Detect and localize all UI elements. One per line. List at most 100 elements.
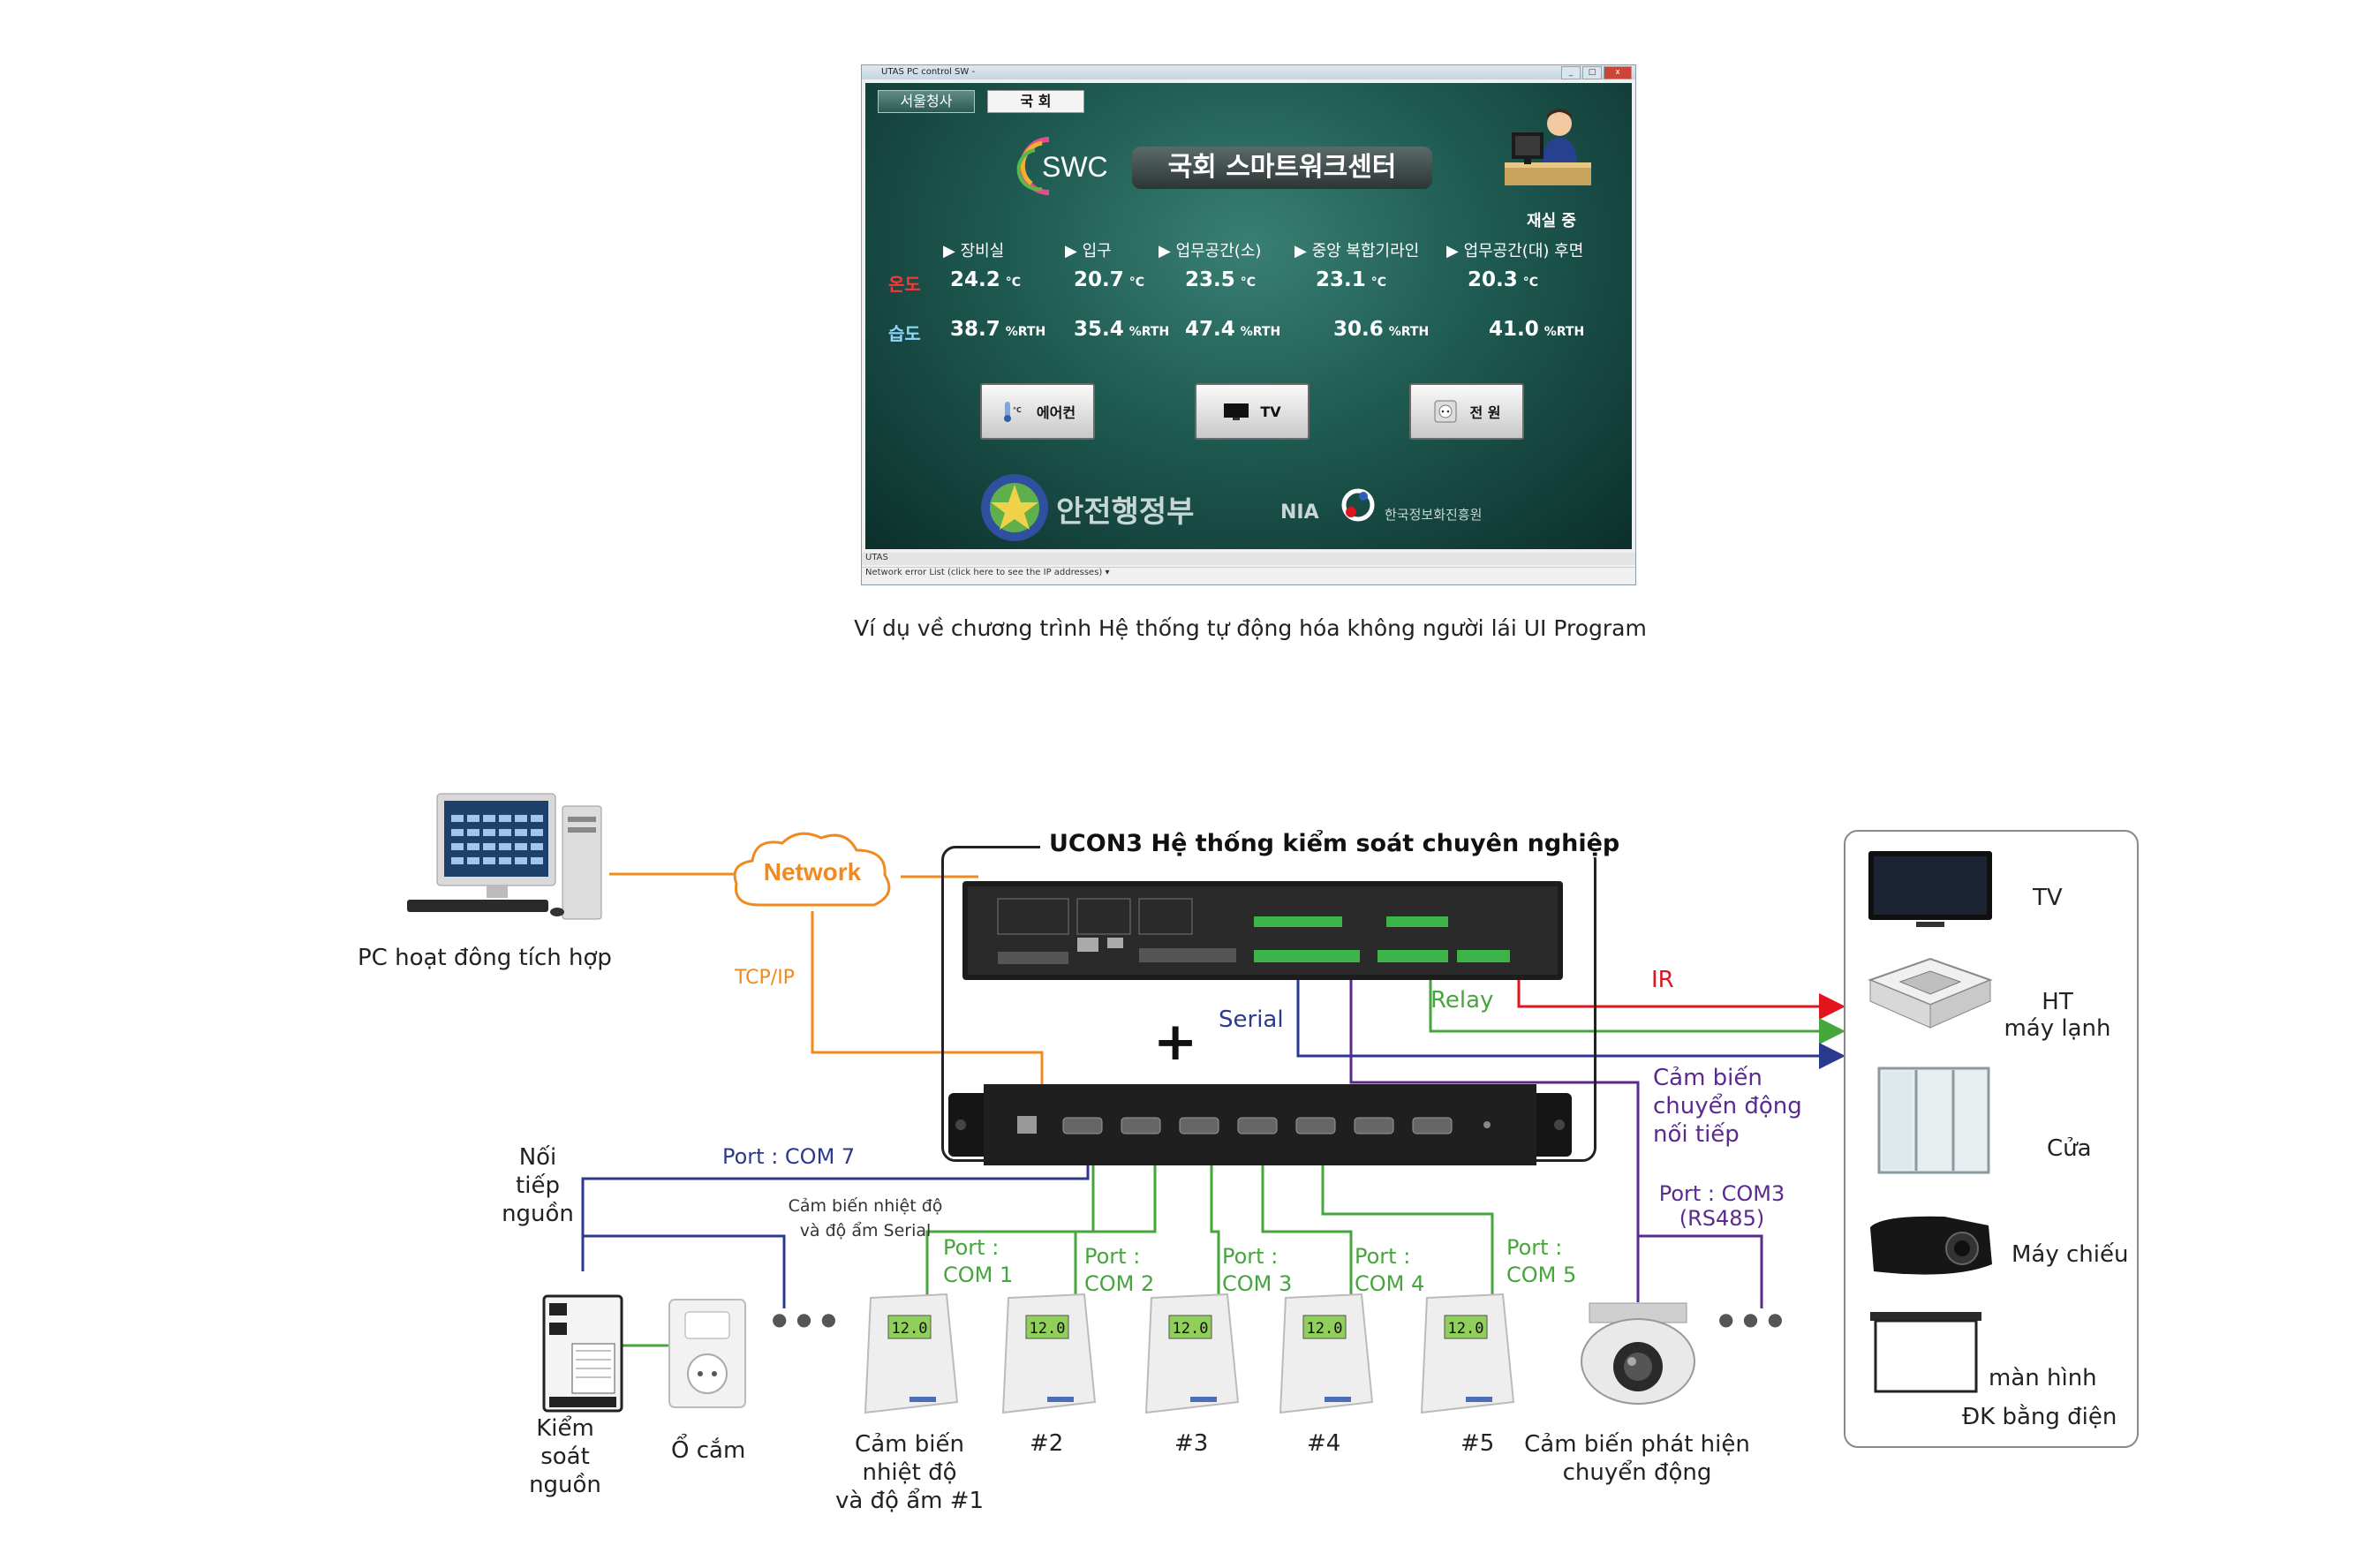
tcpip-line: [811, 911, 1044, 1114]
projection-screen-icon: [1870, 1312, 1981, 1393]
com4-label: Port :COM 4: [1355, 1244, 1425, 1296]
close-button[interactable]: x: [1604, 66, 1632, 79]
government-emblem-icon: [981, 474, 1048, 541]
tab-seoul[interactable]: 서울청사: [878, 90, 975, 113]
minimize-button[interactable]: _: [1561, 66, 1581, 79]
th-sensor-5-icon: 12.0: [1420, 1293, 1515, 1414]
sensor-display: 12.0: [1448, 1320, 1484, 1338]
motion-sensor-icon: [1581, 1302, 1695, 1405]
com1-line: [925, 1148, 1095, 1307]
humidity-value: 41.0%RTH: [1489, 318, 1585, 341]
nia-organization: 한국정보화진흥원: [1385, 507, 1483, 523]
sensor-display: 12.0: [1173, 1320, 1209, 1338]
window-controls: _ □ x: [1561, 66, 1632, 79]
government-name: 안전행정부: [1056, 494, 1195, 530]
aircon-icon-unit: °C: [1013, 406, 1022, 414]
sensor-display: 12.0: [1307, 1320, 1343, 1338]
dashboard-canvas: 서울청사 국 회 SWC 국회 스마트워크센터 재실 중 ▶ 장비실 ▶ 입구 …: [865, 83, 1632, 549]
rs485-line: [1638, 1234, 1763, 1308]
projector-icon: [1870, 1216, 1992, 1275]
humidity-value: 38.7%RTH: [950, 318, 1046, 341]
relay-line: [1429, 969, 1845, 1044]
page-title: 국회 스마트워크센터: [1132, 147, 1432, 189]
door-label: Cửa: [2047, 1135, 2092, 1162]
temperature-value: 24.2°C: [950, 268, 1022, 291]
window-title: UTAS PC control SW -: [881, 67, 976, 77]
nia-logo-icon: [1341, 488, 1375, 522]
status-bar-label: UTAS: [865, 553, 888, 562]
tcpip-label: TCP/IP: [735, 967, 795, 989]
app-window: UTAS PC control SW - _ □ x 서울청사 국 회 SWC …: [861, 64, 1636, 585]
com4-line: [1261, 1148, 1353, 1307]
com3-label: Port :COM 3: [1222, 1244, 1293, 1296]
thermometer-icon: °C: [1003, 402, 1022, 422]
humidity-value: 35.4%RTH: [1074, 318, 1170, 341]
network-error-list[interactable]: Network error List (click here to see th…: [862, 567, 1635, 582]
swc-logo: SWC: [1016, 137, 1108, 195]
nia-logo-text: NIA: [1280, 501, 1319, 524]
title-bar[interactable]: UTAS PC control SW - _ □ x: [862, 65, 1635, 79]
ir-label: IR: [1651, 967, 1674, 993]
tv-label: TV: [2033, 885, 2063, 911]
th-sensor-1-icon: 12.0: [864, 1293, 959, 1414]
tv-icon: [1868, 851, 1992, 927]
th-sensor-4-label: #4: [1307, 1430, 1341, 1457]
com3-rs485-label: Port : COM3(RS485): [1658, 1181, 1785, 1231]
temperature-value: 20.3°C: [1468, 268, 1539, 291]
tv-button[interactable]: TV: [1195, 383, 1310, 440]
sensor-display: 12.0: [892, 1320, 928, 1338]
th-sensor-4-icon: 12.0: [1279, 1293, 1374, 1414]
plus-sign: +: [1153, 1011, 1198, 1073]
power-serial-line: [583, 1234, 786, 1308]
th-sensor-3-label: #3: [1174, 1430, 1209, 1457]
network-cloud-icon: Network: [733, 832, 891, 907]
th-sensor-2-icon: 12.0: [1001, 1293, 1097, 1414]
projector-label: Máy chiếu: [2011, 1241, 2129, 1268]
power-button[interactable]: 전 원: [1409, 383, 1524, 440]
temperature-row-label: 온도: [888, 274, 921, 295]
more-devices-dots: ● ● ●: [772, 1308, 839, 1330]
figure-caption: Ví dụ về chương trình Hệ thống tự động h…: [854, 615, 1647, 641]
air-conditioner-icon: [1868, 957, 1993, 1029]
zone-label-2: ▶ 입구: [1065, 242, 1112, 260]
temperature-value: 23.1°C: [1316, 268, 1387, 291]
tv-button-label: TV: [1260, 403, 1281, 420]
pc-label: PC hoạt đông tích hợp: [358, 945, 612, 971]
zone-label-5: ▶ 업무공간(대) 후면: [1446, 242, 1584, 260]
humidity-value: 47.4%RTH: [1185, 318, 1281, 341]
com3-line: [1210, 1148, 1220, 1307]
maximize-button[interactable]: □: [1582, 66, 1602, 79]
aircon-button[interactable]: °C 에어컨: [980, 383, 1095, 440]
status-bar: UTAS: [862, 553, 1635, 565]
occupant-icon: [1505, 109, 1591, 185]
outlet-label: Ổ cắm: [671, 1437, 746, 1464]
com1-label: Port :COM 1: [943, 1235, 1014, 1287]
outlet-icon: [668, 1299, 746, 1408]
relay-label: Relay: [1430, 987, 1494, 1014]
tab-national-assembly[interactable]: 국 회: [987, 90, 1084, 113]
swc-logo-text: SWC: [1042, 151, 1108, 183]
more-devices-dots: ● ● ●: [1718, 1308, 1785, 1330]
temperature-value: 20.7°C: [1074, 268, 1145, 291]
tv-icon: [1224, 403, 1249, 420]
th-sensor-2-label: #2: [1030, 1430, 1064, 1457]
humidity-value: 30.6%RTH: [1333, 318, 1430, 341]
humidity-row-label: 습도: [888, 323, 921, 344]
serial-label: Serial: [1219, 1006, 1284, 1033]
sensor-display: 12.0: [1030, 1320, 1066, 1338]
ucon3-title: UCON3 Hệ thống kiểm soát chuyên nghiệp: [1040, 830, 1629, 857]
serial-expander-icon: [948, 1084, 1572, 1165]
temperature-value: 23.5°C: [1185, 268, 1257, 291]
com7-label: Port : COM 7: [722, 1144, 856, 1169]
zone-label-1: ▶ 장비실: [943, 242, 1005, 260]
projection-screen-sublabel: ĐK bằng điện: [1962, 1404, 2117, 1430]
com2-label: Port :COM 2: [1084, 1244, 1155, 1296]
projection-screen-label: màn hình: [1989, 1365, 2097, 1391]
ucon3-controller-icon: [962, 881, 1563, 980]
